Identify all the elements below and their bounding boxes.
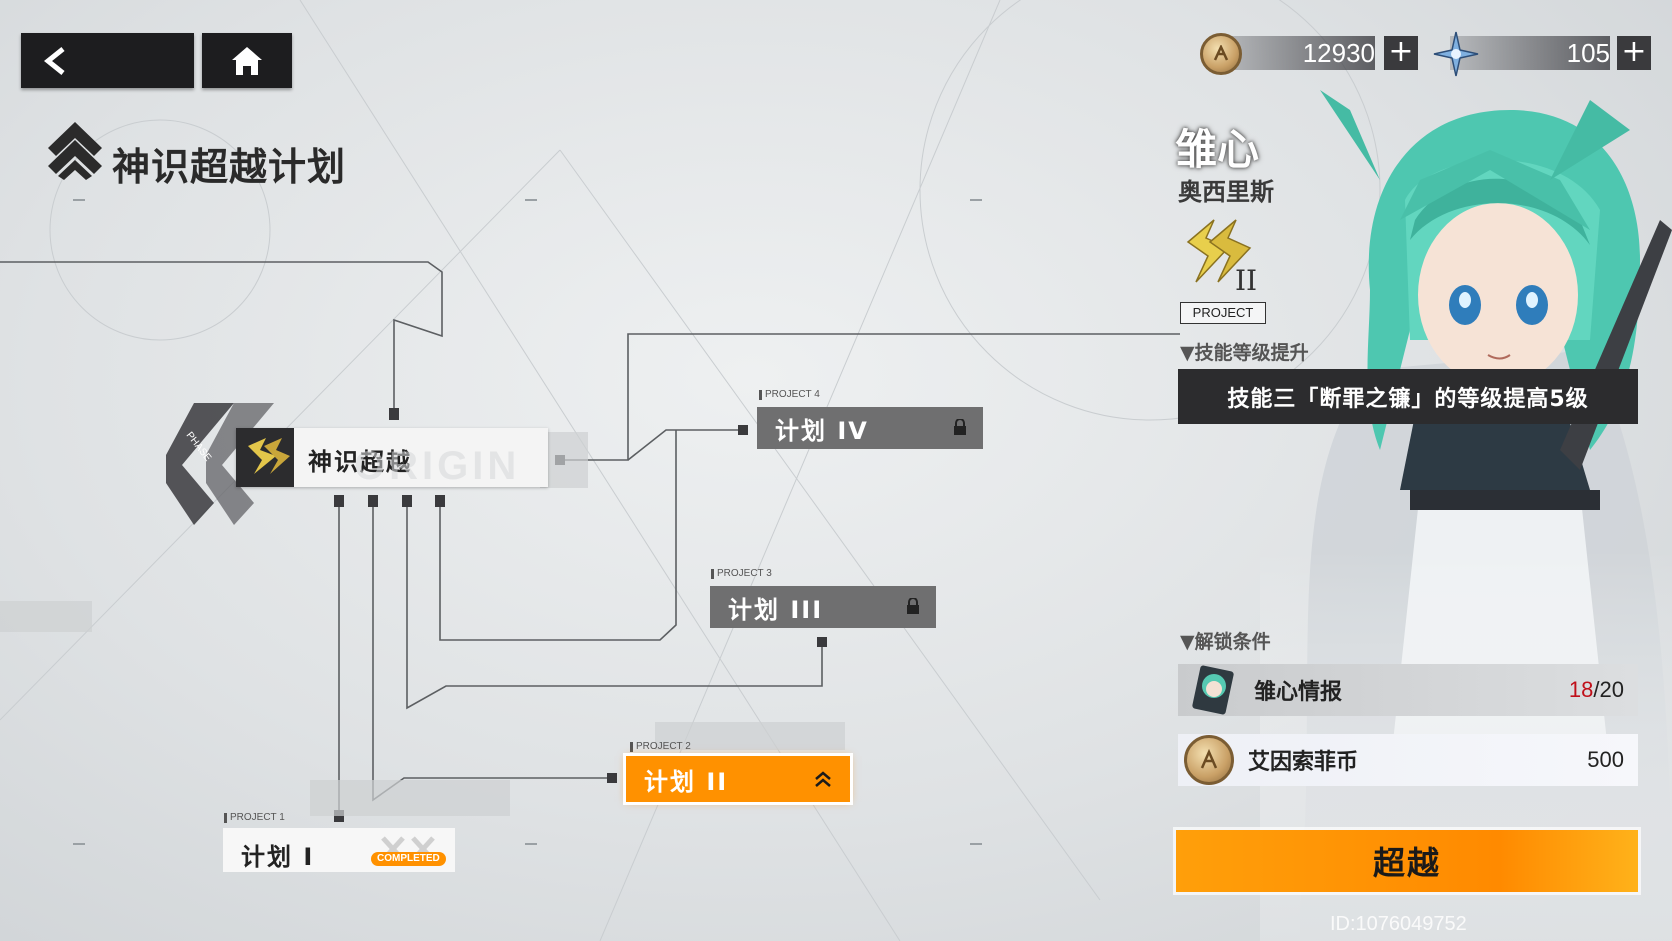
star-crystal-icon [1433,31,1479,77]
user-id: ID:1076049752 [1330,913,1467,935]
skill-upgrade-box: 技能三「断罪之镰」的等级提高5级 [1178,369,1638,424]
requirement-count-intel: 18/20 [1569,677,1624,703]
coin-icon [1200,33,1242,75]
root-node[interactable]: 神识超越 ORIGIN [236,428,548,488]
requirement-count-coins: 500 [1587,747,1624,772]
project-2-label: 计划 II [644,767,729,796]
intel-need: 20 [1599,677,1624,702]
project-4-label: 计划 IV [775,416,869,445]
character-portrait [1260,70,1672,941]
home-button[interactable] [202,33,292,88]
intel-sep: / [1593,677,1600,702]
coin-icon [1184,735,1234,785]
project-4-node[interactable]: 计划 IV [757,407,983,449]
project-2-tag: PROJECT 2 [630,742,691,752]
root-node-label: 神识超越 [308,448,412,476]
intel-have: 18 [1568,677,1594,702]
project-2-node[interactable]: 计划 II [626,756,850,802]
root-watermark: ORIGIN [354,444,521,488]
phase-emblem-icon: PHASE [166,403,274,525]
unlock-conditions-heading: ▼解锁条件 [1180,631,1271,653]
skill-upgrade-heading: ▼技能等级提升 [1180,342,1309,364]
requirement-label-coins: 艾因索菲币 [1248,750,1359,775]
root-node-icon-box [236,428,294,487]
transcend-rank-emblem-icon: II [1186,219,1257,296]
rank-numeral: II [1235,264,1257,296]
crystal-amount: 105 [1566,38,1610,68]
transcend-button-label: 超越 [1372,844,1441,882]
project-3-label: 计划 III [728,595,824,624]
add-coins-button[interactable]: + [1384,36,1418,70]
add-crystals-button[interactable]: + [1617,36,1651,70]
project-3-node[interactable]: 计划 III [710,586,936,628]
page-title: 神识超越计划 [112,145,347,189]
project-tag: PROJECT [1180,302,1266,324]
lock-icon [954,419,966,435]
character-name: 雏心 [1175,125,1260,174]
requirement-row-coins: 艾因索菲币 500 [1178,734,1638,786]
project-3-tag: PROJECT 3 [711,569,772,579]
home-icon [232,46,262,75]
character-card-icon [1192,665,1234,715]
project-1-node[interactable]: 计划 I COMPLETED [223,828,455,872]
project-4-tag: PROJECT 4 [759,390,820,400]
back-button[interactable] [21,33,194,88]
requirement-row-intel: 雏心情报 18/20 [1178,664,1638,716]
requirement-label-intel: 雏心情报 [1254,680,1343,705]
gold-s-emblem-icon [248,438,290,474]
double-chevron-up-icon [815,771,831,787]
transcend-logo-icon [48,122,102,180]
back-arrow-icon [43,46,65,75]
character-subname: 奥西里斯 [1178,178,1274,206]
lock-icon [907,598,919,614]
skill-upgrade-text: 技能三「断罪之镰」的等级提高5级 [1227,386,1589,412]
transcend-button[interactable]: 超越 [1176,830,1638,892]
coin-amount: 12930 [1302,38,1375,68]
project-1-label: 计划 I [241,843,315,871]
completed-badge: COMPLETED [371,852,446,866]
project-1-tag: PROJECT 1 [224,813,285,823]
